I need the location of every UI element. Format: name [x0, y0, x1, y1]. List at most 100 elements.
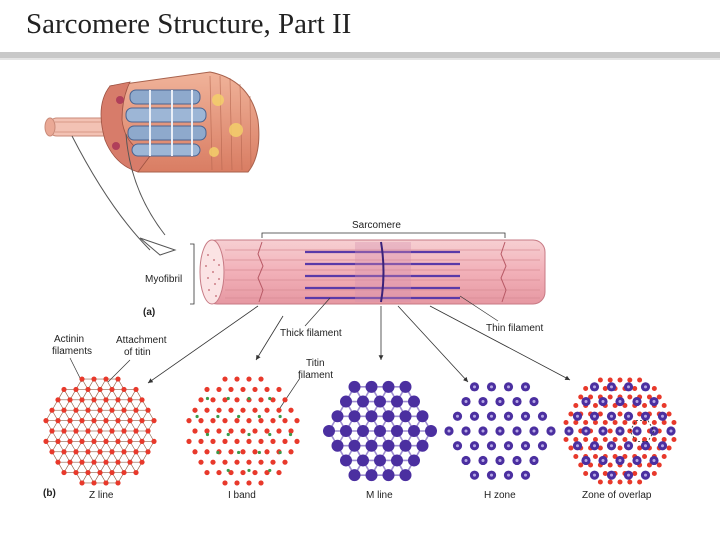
- actin-dot: [276, 428, 282, 434]
- actin-dot: [252, 469, 258, 476]
- actin-dot: [97, 407, 103, 413]
- actin-dot: [288, 407, 294, 413]
- sarcomere-bracket: [261, 232, 506, 238]
- actin-dot: [73, 386, 79, 393]
- actin-dot: [67, 397, 73, 403]
- actin-dot: [642, 437, 648, 442]
- myosin-dot: [365, 439, 378, 452]
- myosin-core: [593, 444, 596, 448]
- actin-dot: [234, 397, 240, 403]
- actin-dot: [234, 418, 240, 424]
- actin-dot: [49, 449, 55, 455]
- actin-dot: [583, 386, 589, 391]
- actin-dot: [646, 394, 652, 400]
- actin-dot: [627, 479, 633, 485]
- actin-dot: [671, 420, 677, 425]
- actin-dot: [607, 462, 613, 468]
- actin-dot: [121, 428, 127, 434]
- actin-dot: [234, 438, 240, 444]
- actin-dot: [602, 386, 608, 391]
- actin-dot: [210, 438, 216, 444]
- actin-dot: [622, 420, 628, 425]
- myosin-core: [481, 458, 485, 462]
- myosin-dot: [365, 380, 378, 393]
- actin-dot: [642, 403, 648, 408]
- actin-dot: [592, 420, 598, 425]
- actin-dot: [661, 403, 667, 408]
- actin-dot: [91, 418, 97, 424]
- myosin-core: [610, 414, 613, 418]
- cross-section-m-line: [323, 380, 437, 482]
- actin-dot: [583, 420, 589, 425]
- myosin-dot: [382, 469, 395, 482]
- actin-dot: [592, 454, 598, 459]
- actin-dot: [61, 469, 67, 476]
- actin-dot: [121, 407, 127, 413]
- actin-dot: [607, 394, 613, 400]
- actin-dot: [264, 469, 270, 476]
- actin-dot: [583, 471, 589, 476]
- actin-dot: [661, 454, 667, 459]
- actin-dot: [282, 459, 288, 465]
- actin-dot: [109, 449, 115, 455]
- titin-dot: [216, 450, 220, 455]
- titin-dot: [268, 468, 272, 473]
- actin-dot: [186, 438, 192, 444]
- myosin-dot: [331, 410, 344, 423]
- actin-dot: [240, 407, 246, 413]
- myosin-dot: [374, 454, 386, 467]
- actin-dot: [252, 407, 258, 413]
- myosin-core: [576, 414, 579, 418]
- cross-section-z-line: [43, 376, 157, 486]
- myosin-core: [447, 429, 451, 433]
- actin-dot: [222, 438, 228, 444]
- actin-dot: [79, 418, 85, 424]
- myosin-core: [498, 400, 502, 404]
- myosin-core: [618, 458, 622, 462]
- actin-dot: [270, 459, 276, 465]
- actin-dot: [258, 438, 264, 444]
- actin-dot: [240, 386, 246, 393]
- actin-dot: [103, 376, 109, 382]
- myosin-core: [532, 400, 536, 404]
- actin-dot: [49, 428, 55, 434]
- attachment-titin-label-1: Attachment: [116, 335, 167, 346]
- actin-dot: [597, 479, 603, 485]
- actin-dot: [671, 437, 677, 442]
- titin-dot: [257, 450, 261, 455]
- actin-dot: [210, 397, 216, 403]
- myosin-core: [464, 458, 468, 462]
- actin-dot: [578, 462, 584, 468]
- actin-dot: [139, 438, 145, 444]
- myosin-core: [524, 385, 527, 389]
- titin-dot: [257, 414, 261, 419]
- actin-dot: [627, 428, 633, 434]
- actin-dot: [85, 407, 91, 413]
- titin-dot: [268, 432, 272, 437]
- actin-dot: [617, 445, 623, 451]
- actin-dot: [127, 438, 133, 444]
- actin-dot: [651, 386, 657, 391]
- z-line-caption: Z line: [89, 490, 114, 501]
- myosin-core: [635, 429, 639, 433]
- actin-dot: [602, 471, 608, 476]
- actin-dot: [563, 420, 569, 425]
- actin-dot: [246, 376, 252, 382]
- myosin-core: [456, 414, 459, 418]
- actin-dot: [258, 418, 264, 424]
- myosin-dot: [374, 395, 386, 408]
- actin-dot: [145, 407, 151, 413]
- actin-dot: [617, 377, 623, 383]
- actinin-filaments-label-1: Actinin: [54, 334, 84, 345]
- cross-section-i-band: [186, 376, 300, 486]
- actin-dot: [67, 438, 73, 444]
- myosin-core: [507, 385, 510, 389]
- actin-dot: [79, 459, 85, 465]
- myofibril-bundle-blue: [125, 89, 207, 157]
- myosin-dot: [357, 425, 369, 437]
- actin-dot: [139, 397, 145, 403]
- page-title: Sarcomere Structure, Part II: [26, 8, 352, 40]
- myosin-core: [464, 429, 468, 433]
- actin-dot: [204, 449, 210, 455]
- actin-dot: [282, 438, 288, 444]
